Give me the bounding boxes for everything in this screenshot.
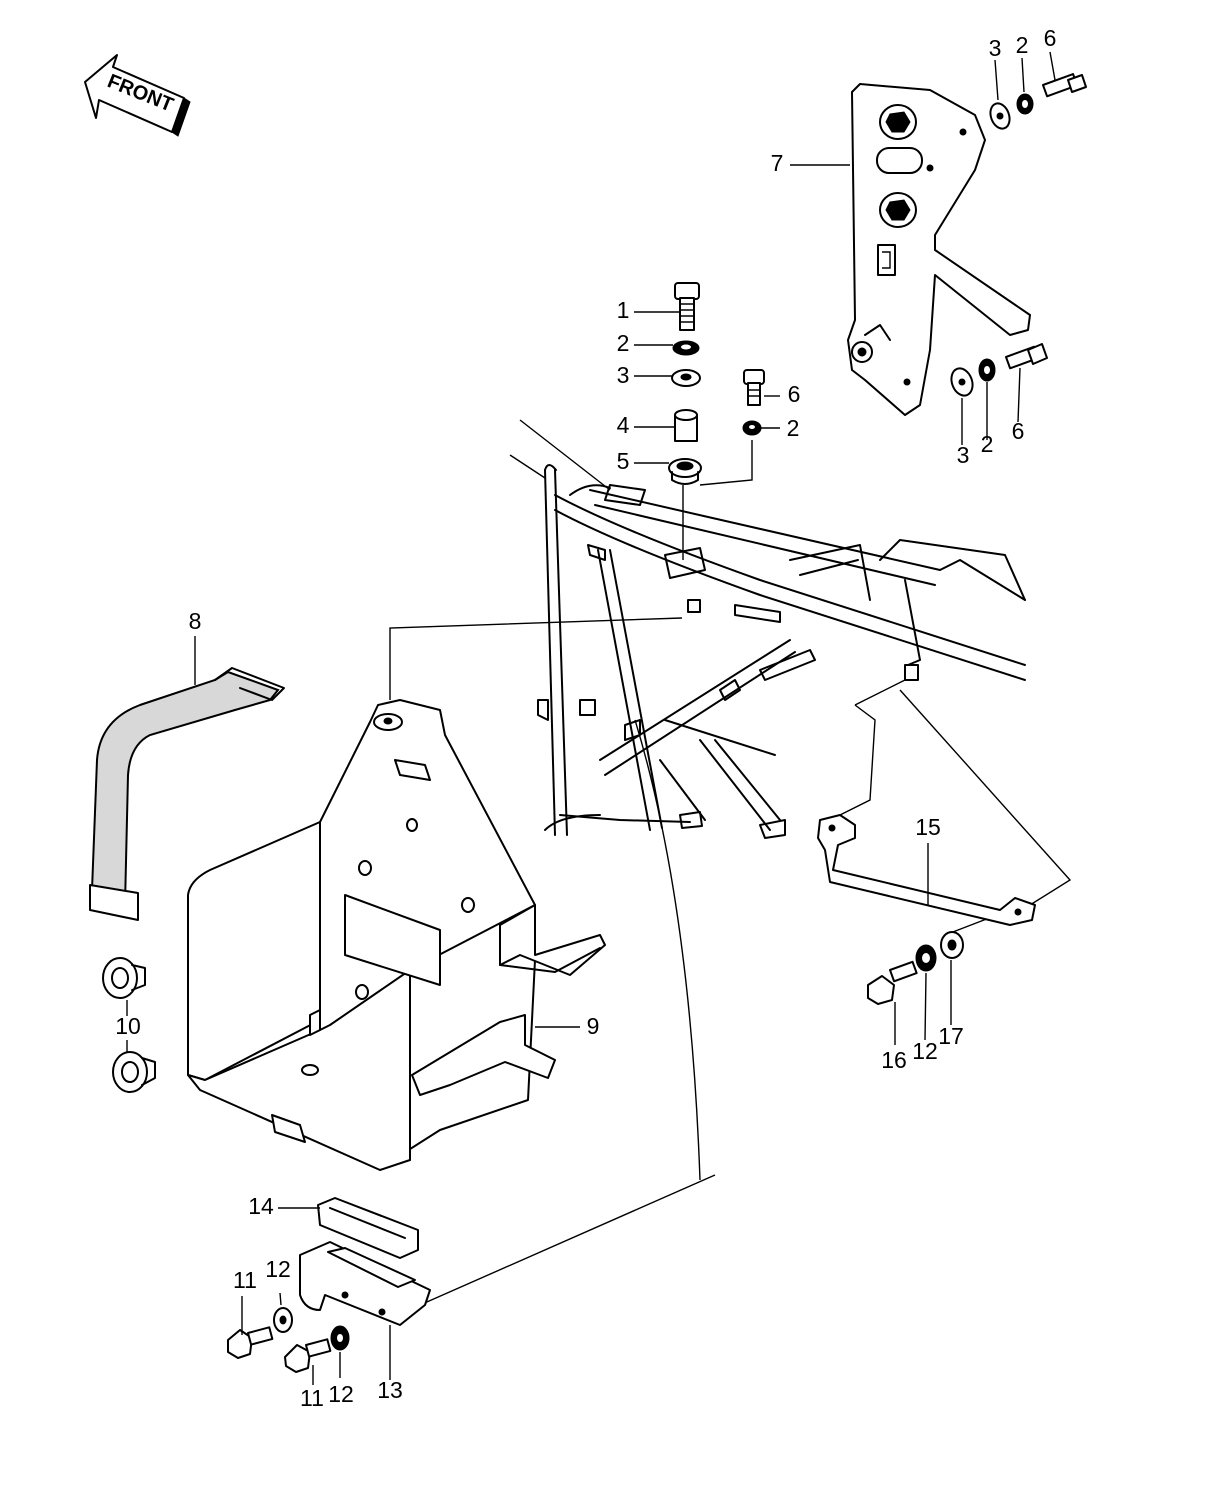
label-2: 2 xyxy=(981,431,994,457)
collar-4 xyxy=(674,409,698,442)
bolt-6-small xyxy=(743,369,765,406)
grommet-10-upper xyxy=(102,957,146,999)
label-12: 12 xyxy=(912,1038,938,1064)
label-6: 6 xyxy=(1012,418,1025,444)
washer-3-top-right xyxy=(989,102,1011,130)
washer-12-lower xyxy=(330,1325,350,1351)
label-13: 13 xyxy=(377,1377,403,1403)
label-8: 8 xyxy=(189,608,202,634)
washer-2-top-right xyxy=(1016,93,1034,115)
label-2: 2 xyxy=(1016,32,1029,58)
label-2: 2 xyxy=(617,330,630,356)
washer-3-lower-right xyxy=(950,367,974,397)
label-11: 11 xyxy=(233,1267,257,1293)
label-12: 12 xyxy=(328,1381,354,1407)
label-2: 2 xyxy=(787,415,800,441)
label-15: 15 xyxy=(915,814,941,840)
bolt-1 xyxy=(674,282,700,331)
washer-17 xyxy=(940,931,964,959)
bolt-6-lower-right xyxy=(1005,343,1048,370)
label-11: 11 xyxy=(300,1385,324,1411)
bolt-11-upper xyxy=(227,1326,274,1359)
leader-lines xyxy=(389,440,1072,1306)
bolt-11-lower xyxy=(284,1338,332,1373)
battery-strap-8 xyxy=(89,667,285,921)
label-17: 17 xyxy=(938,1023,964,1049)
part-labels: 1 2 3 4 5 6 2 3 2 6 7 3 2 6 8 9 10 11 12… xyxy=(115,25,1056,1411)
label-3: 3 xyxy=(617,362,630,388)
grommet-5 xyxy=(668,458,702,485)
bolt-6-top-right xyxy=(1042,73,1087,98)
bolt-16 xyxy=(867,960,918,1005)
label-9: 9 xyxy=(587,1013,600,1039)
label-6: 6 xyxy=(788,381,801,407)
label-14: 14 xyxy=(248,1193,274,1219)
washer-2-small xyxy=(742,420,762,436)
label-3: 3 xyxy=(957,442,970,468)
grommet-10-lower xyxy=(112,1051,156,1093)
label-4: 4 xyxy=(617,412,630,438)
label-leaders xyxy=(126,51,1056,1385)
washer-2-lower-right xyxy=(978,358,996,382)
bracket-13 xyxy=(299,1241,431,1326)
label-5: 5 xyxy=(617,448,630,474)
label-6: 6 xyxy=(1044,25,1057,51)
washer-12-upper xyxy=(273,1307,293,1333)
battery-case-9 xyxy=(187,699,606,1171)
label-16: 16 xyxy=(881,1047,907,1073)
front-arrow-icon: FRONT xyxy=(84,54,191,137)
bracket-plate-7 xyxy=(847,83,1031,416)
cover-14 xyxy=(317,1197,419,1259)
label-7: 7 xyxy=(771,150,784,176)
label-10: 10 xyxy=(115,1013,141,1039)
frame xyxy=(509,419,1026,839)
label-3: 3 xyxy=(989,35,1002,61)
bracket-15 xyxy=(817,814,1036,926)
washer-3-top xyxy=(671,369,701,387)
label-1: 1 xyxy=(617,297,630,323)
washer-2-top xyxy=(672,340,700,356)
label-12: 12 xyxy=(265,1256,291,1282)
washer-12-right xyxy=(915,944,937,972)
